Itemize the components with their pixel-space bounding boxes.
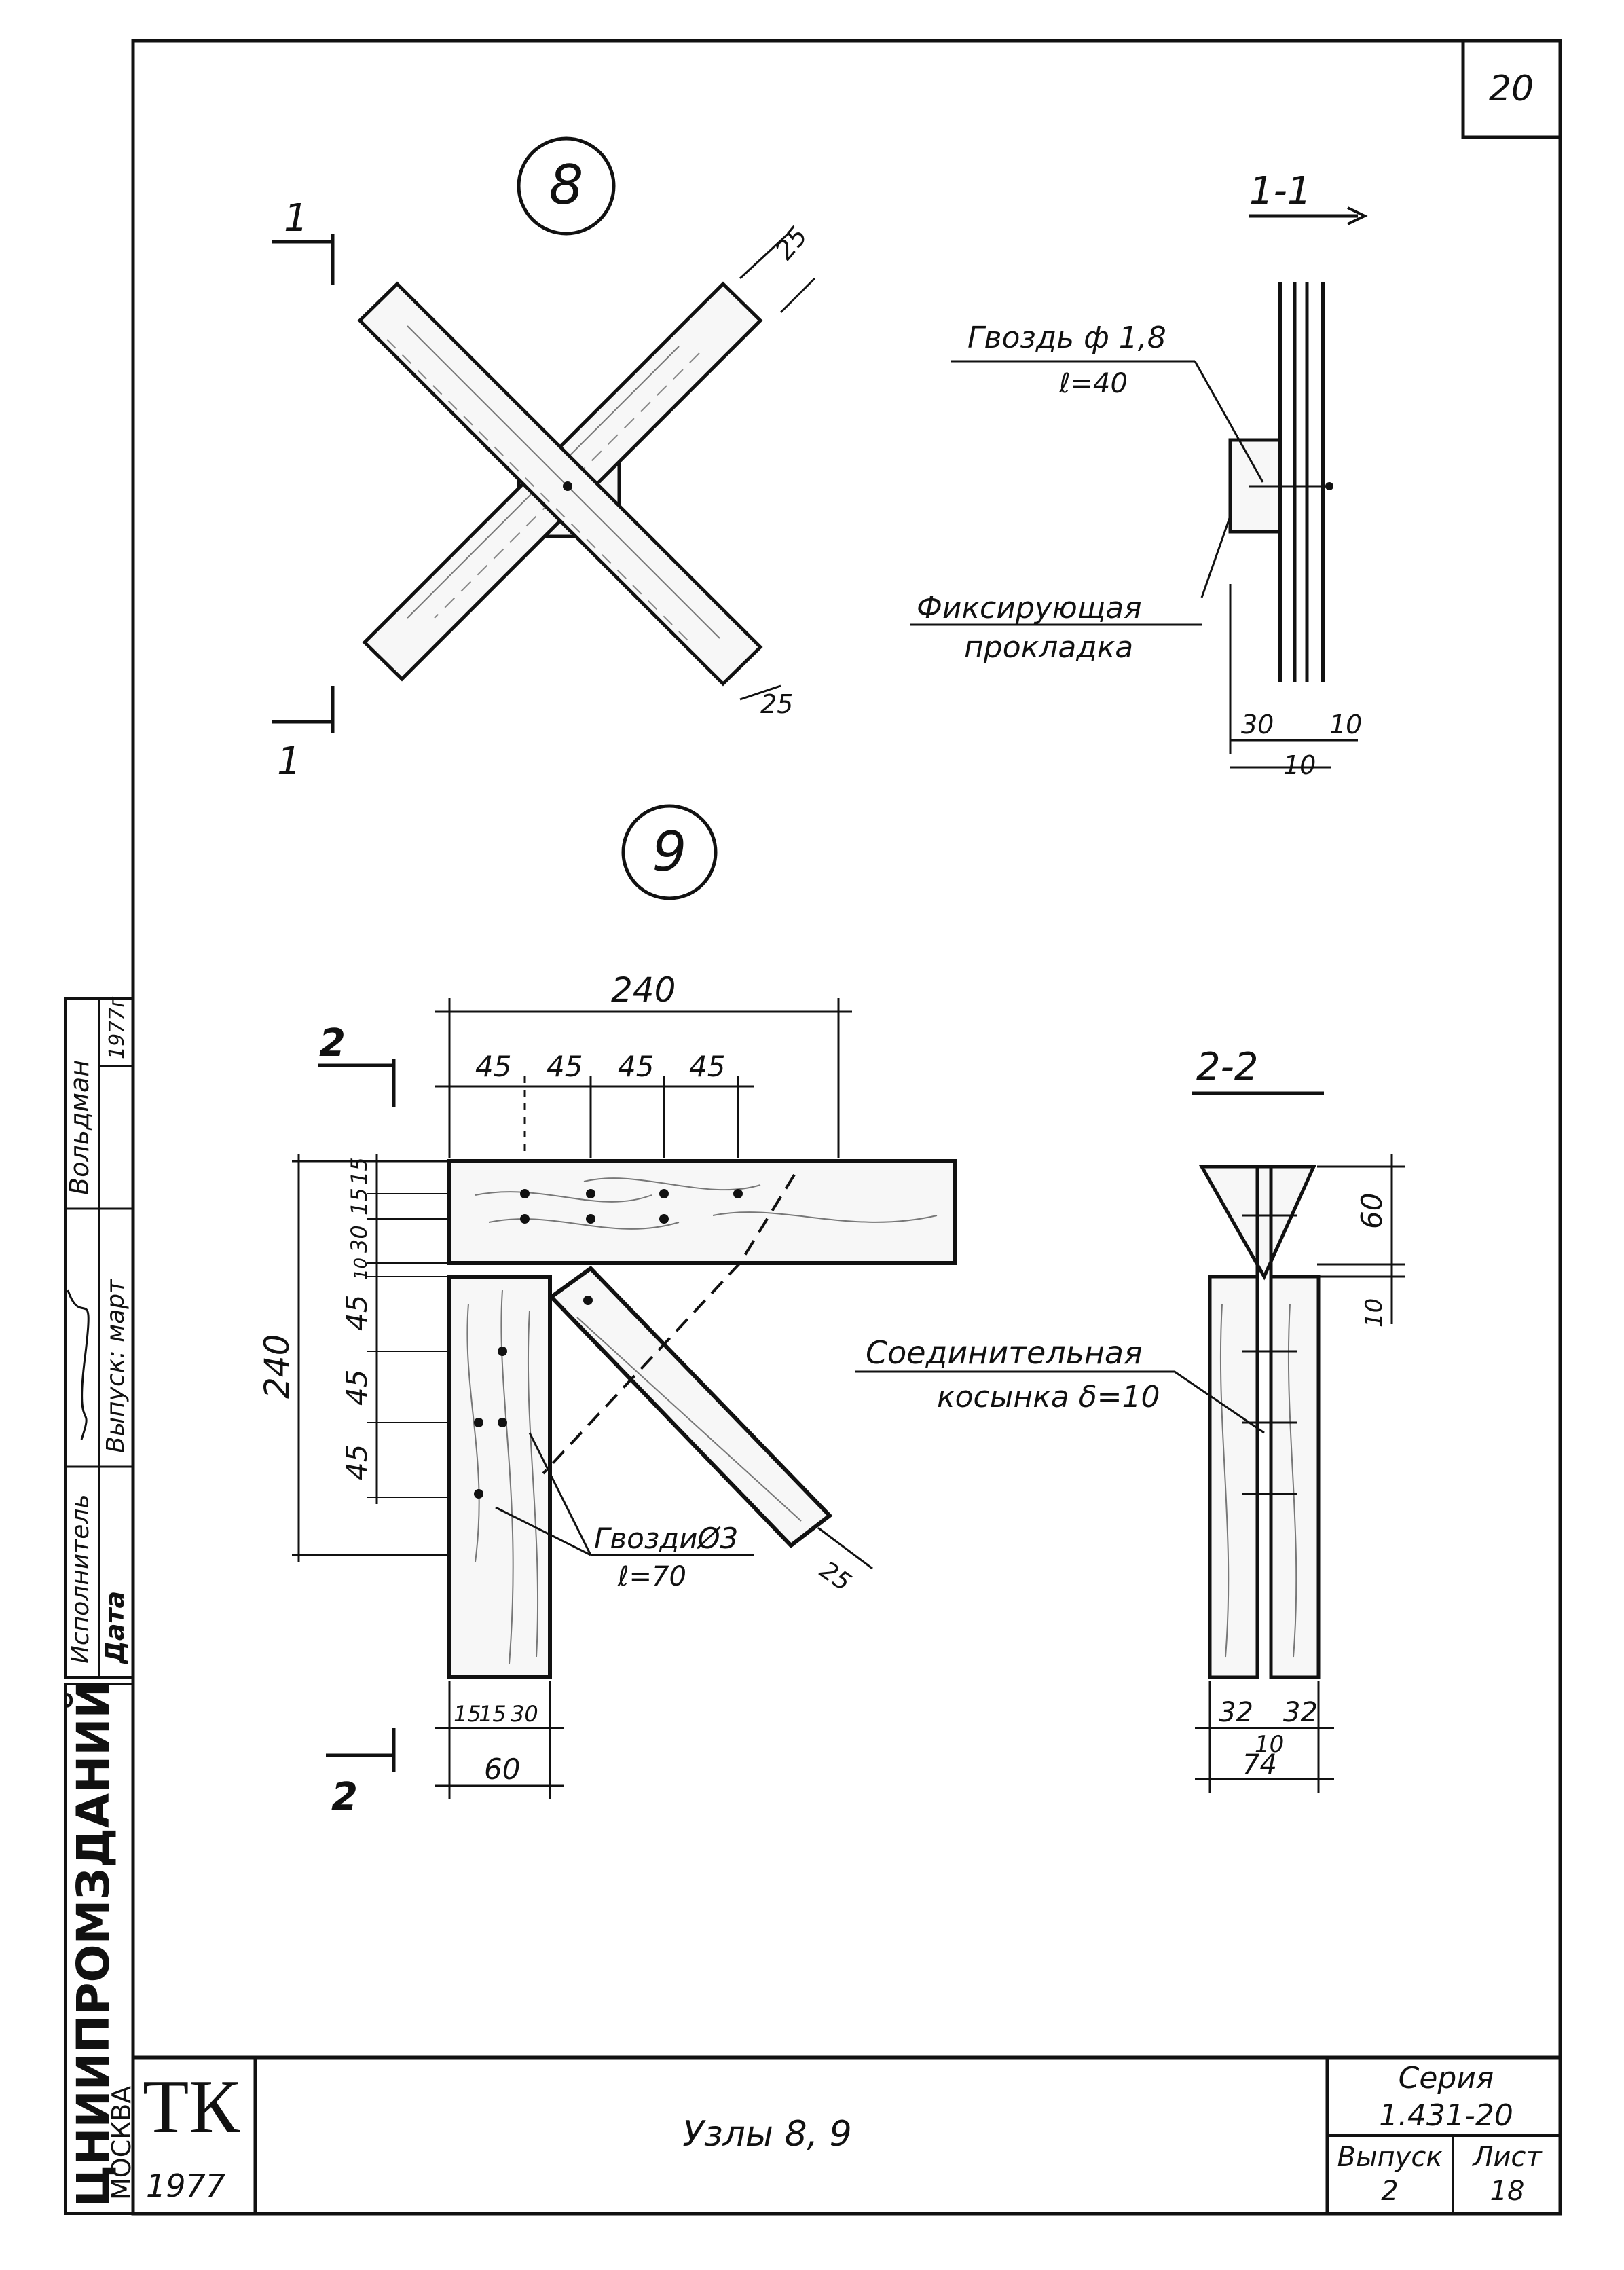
title-tk-year: 1977 — [146, 2167, 225, 2204]
title-series-label: Серия — [1399, 2061, 1494, 2095]
node9-dim-bottom-small-2: 30 — [511, 1701, 538, 1727]
node9-nail-label-1: ГвоздиØ3 — [594, 1522, 738, 1555]
section-1-1-pad-label-1: Фиксирующая — [917, 591, 1142, 625]
title-issue-value: 2 — [1381, 2176, 1398, 2207]
node9-horizontal-member — [447, 1159, 957, 1265]
node9-dim-left-2: 45 — [340, 1444, 373, 1480]
node9-dim-diag: 25 — [815, 1556, 856, 1597]
stamp-year: 1977г — [105, 997, 129, 1059]
node8-dim-bottom: 25 — [760, 689, 793, 719]
section-1-1-nail-label-1: Гвоздь ф 1,8 — [967, 321, 1166, 355]
node9-dim-left-1: 45 — [340, 1370, 373, 1406]
section-1-1-dim-1: 10 — [1283, 750, 1316, 780]
node9-dim-bottom-small-0: 15 — [454, 1701, 481, 1727]
node9-dim-left-small-0: 15 — [346, 1157, 372, 1185]
node8-mark-top-text: 1 — [284, 196, 308, 240]
corner-number-box — [1461, 39, 1562, 139]
node9-dim-top-0: 45 — [475, 1050, 511, 1083]
node9-dim-left-small-1: 15 — [346, 1188, 372, 1215]
node9-dim-top-3: 45 — [689, 1050, 725, 1083]
node9-dim-total-top: 240 — [611, 970, 676, 1010]
section-1-1-pad-label-2: прокладка — [964, 630, 1133, 665]
section-2-2-dim-bottom-1: 10 — [1255, 1731, 1284, 1758]
section-2-2-gusset-label-1: Соединительная — [866, 1334, 1143, 1371]
node9-section-mark-bottom: 2 — [326, 1728, 396, 1819]
section-1-1-dim-0: 30 — [1241, 710, 1274, 739]
section-2-2-dim-bottom-total: 74 — [1242, 1749, 1277, 1780]
node9-diagonal-brace — [548, 1266, 833, 1549]
node9-dim-left-0: 45 — [340, 1295, 373, 1331]
node8-label: 8 — [549, 153, 584, 217]
node8-circle — [517, 136, 616, 236]
stamp-executor-name: Вольдман — [64, 1060, 94, 1195]
section-1-1-boards — [1228, 282, 1333, 682]
section-2-2-gusset-label-2: косынка δ=10 — [937, 1380, 1160, 1414]
node9-nail-label-2: ℓ=70 — [617, 1561, 686, 1592]
title-series-value: 1.431-20 — [1379, 2098, 1513, 2133]
node9-dim-bottom-small-1: 15 — [479, 1701, 506, 1727]
node9-dim-total-left: 240 — [257, 1334, 297, 1399]
node9-label: 9 — [652, 820, 687, 883]
node9-dim-top-1: 45 — [547, 1050, 583, 1083]
node9-circle — [621, 804, 718, 900]
section-2-2-dim-bottom-2: 32 — [1283, 1697, 1318, 1728]
node9-dim-left-small-2: 30 — [346, 1225, 372, 1253]
stamp-executor-label: Исполнитель — [67, 1494, 94, 1664]
node9-dim-left-small-3: 10 — [351, 1258, 371, 1280]
section-2-2-dim-60: 60 — [1355, 1193, 1388, 1229]
node8-dim-top: 25 — [769, 221, 813, 265]
stamp-date-label: Дата — [100, 1591, 130, 1664]
side-stamp: Исполнитель Дата Выпуск: март Вольдман 1… — [64, 997, 134, 1679]
node9-gusset-outline — [542, 1173, 796, 1475]
stamp-signature — [67, 1289, 90, 1440]
title-block: ТК 1977 Узлы 8, 9 Серия 1.431-20 Выпуск … — [133, 2055, 1560, 2214]
section-2-2-title: 2-2 — [1196, 1045, 1258, 1089]
section-1-1-dim-2: 10 — [1329, 710, 1362, 739]
stamp-institute: ЦНИИПРОМЗДАНИЙ — [67, 1681, 119, 2207]
stamp-issue-label: Выпуск: март — [102, 1279, 130, 1453]
stamp-city: МОСКВА — [107, 2086, 136, 2200]
node8-mark-bottom-text: 1 — [277, 739, 301, 784]
title-sheet-label: Лист — [1471, 2142, 1543, 2173]
node8-nail — [563, 481, 572, 491]
node9-dim-top-2: 45 — [618, 1050, 654, 1083]
corner-number: 20 — [1489, 69, 1534, 109]
section-1-1-title: 1-1 — [1249, 169, 1311, 213]
node9-mark-bottom-text: 2 — [331, 1775, 358, 1819]
title-issue-label: Выпуск — [1337, 2142, 1443, 2173]
node9-dim-bottom-total: 60 — [484, 1753, 520, 1786]
node8-board-b — [357, 281, 763, 687]
section-2-2-dim-10: 10 — [1361, 1298, 1388, 1328]
sheet-frame — [131, 39, 1562, 2216]
section-1-1-nail-label-2: ℓ=40 — [1058, 368, 1128, 399]
node9-nails — [474, 1189, 743, 1499]
section-2-2-board-right — [1269, 1275, 1321, 1679]
section-2-2-dim-bottom-0: 32 — [1219, 1697, 1253, 1728]
title-drawing-name: Узлы 8, 9 — [682, 2114, 851, 2155]
section-2-2-nails — [1242, 1214, 1297, 1495]
title-sheet-value: 18 — [1490, 2176, 1525, 2207]
node9-section-mark-top: 2 — [318, 1021, 396, 1107]
title-tk: ТК — [143, 2065, 240, 2149]
institute-stamp: ЦНИИПРОМЗДАНИЙ МОСКВА — [64, 1681, 136, 2215]
section-2-2-board-left — [1208, 1275, 1259, 1679]
node8-section-mark-bottom: 1 — [272, 686, 335, 784]
node9-vertical-member — [447, 1275, 552, 1679]
node9-mark-top-text: 2 — [319, 1021, 346, 1065]
node8-section-mark-top: 1 — [272, 196, 335, 285]
